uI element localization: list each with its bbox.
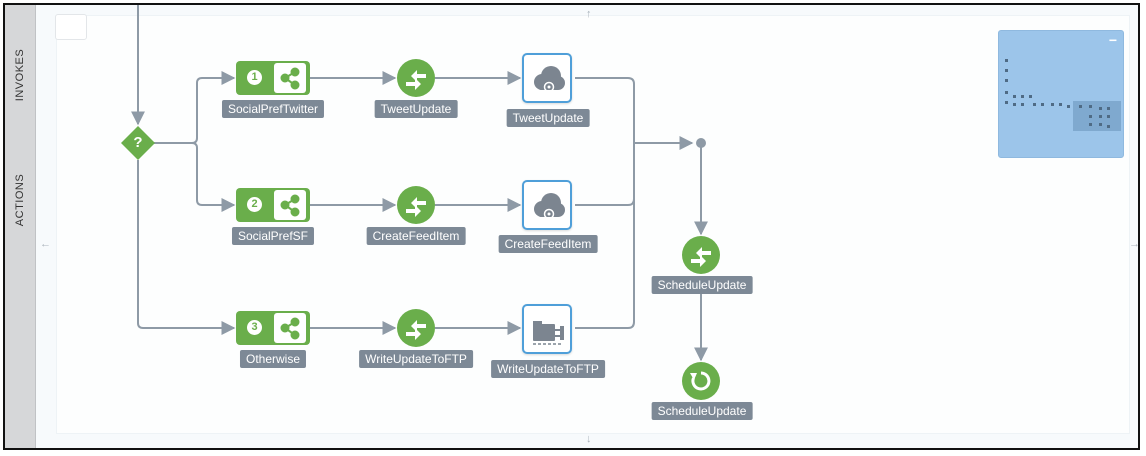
share-icon [280, 317, 300, 340]
route-label[interactable]: SocialPrefTwitter [221, 100, 325, 118]
refresh-icon [690, 371, 711, 391]
switch-node[interactable]: ? [120, 125, 156, 161]
route-number: 1 [247, 70, 262, 85]
route-label[interactable]: Otherwise [239, 350, 307, 368]
route-node-2[interactable]: 2 [236, 188, 310, 222]
scroll-right-arrow[interactable]: → [1129, 238, 1140, 250]
route-number: 2 [247, 197, 262, 212]
route-label[interactable]: SocialPrefSF [231, 227, 315, 245]
merge-point [696, 138, 706, 148]
share-icon [280, 67, 300, 90]
invoke-node-3[interactable] [522, 304, 572, 354]
cloud-connector-icon [534, 193, 565, 220]
canvas-corner-box [55, 14, 87, 40]
schedule-map-node[interactable] [682, 236, 720, 274]
invoke-label[interactable]: TweetUpdate [506, 109, 590, 127]
map-arrows-icon [406, 320, 426, 340]
switch-label: ? [133, 134, 143, 151]
map-node-3[interactable] [397, 309, 435, 347]
route-node-3[interactable]: 3 [236, 311, 310, 345]
scroll-left-arrow[interactable]: ← [40, 238, 51, 250]
map-node-2[interactable] [397, 186, 435, 224]
route-number: 3 [247, 320, 262, 335]
cloud-connector-icon [534, 66, 565, 93]
invoke-node-1[interactable] [522, 53, 572, 103]
map-node-1[interactable] [397, 59, 435, 97]
switch-diamond-icon [121, 126, 155, 160]
schedule-invoke-label[interactable]: ScheduleUpdate [651, 402, 753, 420]
map-label[interactable]: CreateFeedItem [366, 227, 466, 245]
map-label[interactable]: WriteUpdateToFTP [359, 350, 473, 368]
map-arrows-icon [406, 197, 426, 217]
schedule-map-label[interactable]: ScheduleUpdate [651, 276, 753, 294]
map-label[interactable]: TweetUpdate [374, 100, 458, 118]
share-icon [280, 194, 300, 217]
map-arrows-icon [406, 70, 426, 90]
invoke-node-2[interactable] [522, 180, 572, 230]
scroll-up-arrow[interactable]: ↑ [586, 8, 592, 20]
minimap-collapse-button[interactable]: − [1108, 32, 1117, 48]
invoke-label[interactable]: WriteUpdateToFTP [491, 360, 605, 378]
scroll-down-arrow[interactable]: ↓ [586, 433, 592, 445]
schedule-invoke-node[interactable] [682, 362, 720, 400]
ftp-connector-icon [533, 321, 564, 345]
route-node-1[interactable]: 1 [236, 61, 310, 95]
minimap[interactable]: − [998, 30, 1124, 158]
lane-sidebar: INVOKES ACTIONS [5, 5, 36, 448]
map-arrows-icon [691, 247, 711, 267]
invoke-label[interactable]: CreateFeedItem [498, 235, 598, 253]
